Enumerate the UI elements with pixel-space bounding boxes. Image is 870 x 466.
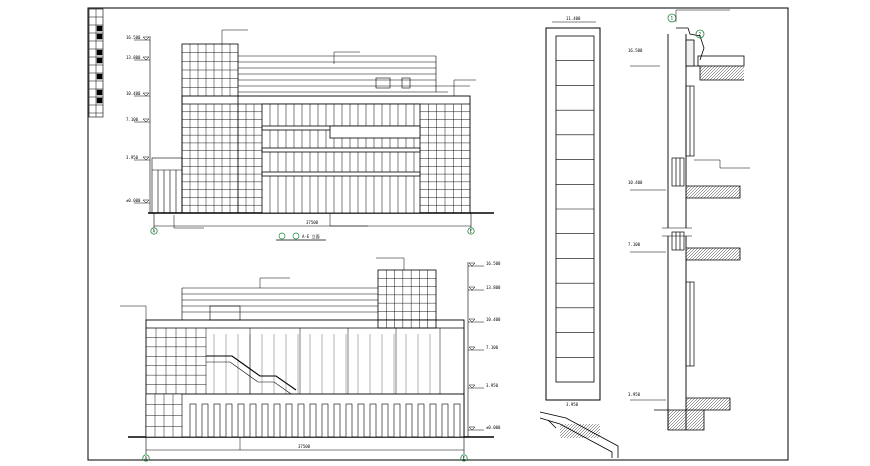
side-colonnade <box>189 403 461 438</box>
wall-label-3: 7.100 <box>628 242 641 247</box>
title-strip <box>89 9 103 117</box>
front-caption: A-E 立面 <box>276 232 326 241</box>
side-grid-bubble-right <box>460 454 468 462</box>
central-mullions <box>269 104 415 213</box>
wall-label-4: 3.950 <box>628 392 641 397</box>
wall-foundation <box>654 409 705 431</box>
side-level-5: ±0.000 <box>486 425 501 430</box>
central-curtain-wall <box>261 103 421 214</box>
eave-hatch <box>559 423 601 439</box>
front-level-3: 7.100 <box>126 117 139 122</box>
strip-detail: 11.400 3.950 <box>545 16 601 407</box>
front-level-2: 10.400 <box>126 91 141 96</box>
side-grid-bubble-left <box>142 454 150 462</box>
left-tower-grid <box>182 44 238 96</box>
roof-bands <box>238 55 470 93</box>
strip-top-label: 11.400 <box>566 16 581 21</box>
main-body-grid <box>182 104 470 213</box>
section-callout-2 <box>695 29 705 39</box>
front-level-markers: 16.500 13.800 10.400 7.100 3.950 ±0.000 <box>126 35 150 204</box>
strip-panels <box>556 60 594 358</box>
side-leaders <box>120 257 405 450</box>
section-callout-1-text: 1 <box>671 16 674 21</box>
grid-label-left: A <box>153 229 156 234</box>
side-overall-dimension: 37500 <box>298 444 311 449</box>
grid-bubble-left <box>150 227 158 235</box>
side-roof-bands <box>181 287 378 321</box>
strip-bottom-label: 3.950 <box>566 402 579 407</box>
slab-hatch <box>667 185 741 431</box>
central-floor-bands <box>261 125 421 177</box>
front-level-5: ±0.000 <box>126 198 141 203</box>
front-level-4: 3.950 <box>126 155 139 160</box>
side-level-3: 7.100 <box>486 345 499 350</box>
strip-outer <box>545 27 601 401</box>
side-elevation: 16.500 13.800 10.400 7.100 3.950 ±0.000 A E 3… <box>120 257 501 462</box>
front-caption-text: A-E 立面 <box>302 233 320 239</box>
side-mullions <box>205 328 441 394</box>
side-left-grid <box>146 328 206 394</box>
side-level-1: 13.800 <box>486 285 501 290</box>
side-level-0: 16.500 <box>486 261 501 266</box>
side-podium-grid <box>146 394 182 437</box>
left-tower <box>181 43 239 214</box>
sheet-border <box>87 7 789 461</box>
wall-section: 1 2 16.500 10.400 7.100 3.950 <box>628 9 750 431</box>
side-grid-label-right: E <box>463 456 466 461</box>
side-tower-grid <box>378 270 436 328</box>
grid-bubble-right <box>467 227 475 235</box>
section-callout-2-text: 2 <box>699 32 702 37</box>
side-grid-label-left: A <box>145 456 148 461</box>
wall-leaders <box>630 9 750 401</box>
grid-label-right: E <box>470 229 473 234</box>
front-level-0: 16.500 <box>126 35 141 40</box>
side-stair <box>206 355 297 391</box>
side-level-markers: 16.500 13.800 10.400 7.100 3.950 ±0.000 <box>468 261 501 431</box>
side-tower <box>377 269 437 329</box>
slab-hatch-top <box>699 65 745 81</box>
wall-windows <box>671 85 695 367</box>
front-overall-dimension: 37500 <box>306 220 319 225</box>
front-elevation: 16.500 13.800 10.400 7.100 3.950 ±0.000 A E 3… <box>126 29 494 241</box>
front-leaders <box>173 29 476 229</box>
side-level-4: 3.950 <box>486 383 499 388</box>
left-entry <box>151 157 183 214</box>
front-level-1: 13.800 <box>126 55 141 60</box>
side-level-2: 10.400 <box>486 317 501 322</box>
wall-label-1: 16.500 <box>628 48 643 53</box>
wall-label-2: 10.400 <box>628 180 643 185</box>
eave-detail <box>539 411 619 458</box>
